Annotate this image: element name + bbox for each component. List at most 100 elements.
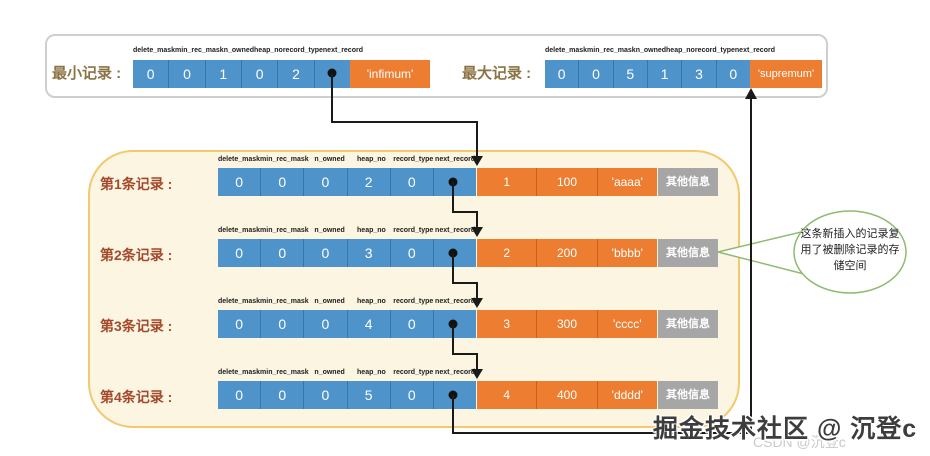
field-header: min_rec_mask [587,47,636,54]
record2-other-info-cell: 其他信息 [658,239,718,267]
callout-text: 这条新插入的记录复用了被删除记录的存储空间 [800,228,900,272]
field-cell: 0 [260,381,304,409]
field-cell: 0 [133,60,169,88]
watermark-juejin: 掘金技术社区 @ 沉登c [653,415,918,443]
field-header: record_type [393,369,434,376]
field-header: next_record [322,47,363,54]
record3-data-cells: 3 300 'cccc' [477,310,657,338]
field-cell: 4 [346,310,390,338]
data-cell: 1 [477,168,537,196]
field-cell: 0 [303,168,347,196]
field-header: n_owned [314,156,345,163]
field-cell: 0 [218,310,261,338]
record4-label: 第4条记录 : [100,389,173,405]
field-header: min_rec_mask [260,369,309,376]
data-cell: 'aaaa' [596,168,657,196]
field-header: delete_mask [218,156,261,163]
data-cell: 100 [536,168,597,196]
field-header: n_owned [314,369,345,376]
field-cell: 0 [240,60,278,88]
field-cell: 0 [303,381,347,409]
field-header: record_type [282,47,323,54]
record1-other-info-cell: 其他信息 [658,168,718,196]
infimum-field-cells: 0 0 1 0 2 [133,60,350,88]
field-header: next_record [734,47,775,54]
field-header: heap_no [357,369,386,376]
data-cell: 'cccc' [596,310,657,338]
record2-field-headers: delete_mask min_rec_mask n_owned heap_no… [218,227,476,234]
field-header: min_rec_mask [260,156,309,163]
field-cell: 0 [389,381,433,409]
field-header: record_type [393,298,434,305]
record2-data-cells: 2 200 'bbbb' [477,239,657,267]
record2-field-cells: 0 0 0 3 0 [218,239,477,267]
record4-other-info-cell: 其他信息 [658,381,718,409]
field-header: heap_no [357,227,386,234]
next-record-cell [432,168,477,196]
field-cell: 1 [646,60,682,88]
data-cell: 400 [536,381,597,409]
record4-data-cells: 4 400 'dddd' [477,381,657,409]
field-cell: 0 [545,60,579,88]
field-header: record_type [393,156,434,163]
next-record-cell [313,60,350,88]
next-record-cell [432,310,477,338]
field-header: heap_no [357,156,386,163]
field-header: delete_mask [545,47,588,54]
record3-label: 第3条记录 : [100,318,173,334]
data-cell: 2 [477,239,537,267]
field-cell: 0 [578,60,613,88]
supremum-name-cell: 'supremum' [750,60,822,88]
field-cell: 0 [218,168,261,196]
field-cell: 0 [389,168,433,196]
field-cell: 0 [260,310,304,338]
record4-field-headers: delete_mask min_rec_mask n_owned heap_no… [218,369,476,376]
supremum-label: 最大记录 : [462,65,532,82]
field-cell: 3 [681,60,716,88]
field-header: min_rec_mask [260,298,309,305]
next-record-cell [432,381,477,409]
field-cell: 1 [204,60,241,88]
field-header: next_record [435,156,476,163]
data-cell: 3 [477,310,537,338]
field-header: delete_mask [133,47,176,54]
record4-field-cells: 0 0 0 5 0 [218,381,477,409]
field-cell: 0 [218,381,261,409]
field-header: n_owned [314,227,345,234]
field-header: min_rec_mask [175,47,224,54]
field-header: n_owned [314,298,345,305]
watermark-csdn: CSDN @沉登c [753,434,846,450]
field-cell: 0 [260,239,304,267]
next-record-cell: 0 [715,60,750,88]
field-header: heap_no [666,47,695,54]
field-cell: 0 [260,168,304,196]
supremum-field-headers: delete_mask min_rec_mask n_owned heap_no… [545,47,775,54]
record3-other-info-cell: 其他信息 [658,310,718,338]
data-cell: 'bbbb' [596,239,657,267]
data-cell: 4 [477,381,537,409]
field-cell: 5 [612,60,647,88]
field-cell: 2 [346,168,390,196]
record2-label: 第2条记录 : [100,247,173,263]
field-header: record_type [694,47,735,54]
field-cell: 5 [346,381,390,409]
infimum-field-headers: delete_mask min_rec_mask n_owned heap_no… [133,47,363,54]
field-cell: 0 [218,239,261,267]
field-header: n_owned [635,47,667,54]
data-cell: 'dddd' [596,381,657,409]
record3-field-headers: delete_mask min_rec_mask n_owned heap_no… [218,298,476,305]
supremum-field-cells: 0 0 5 1 3 0 [545,60,750,88]
field-cell: 0 [303,239,347,267]
record1-field-cells: 0 0 0 2 0 [218,168,477,196]
infimum-label: 最小记录 : [52,65,122,82]
record1-label: 第1条记录 : [100,176,173,192]
field-cell: 0 [389,310,433,338]
data-cell: 200 [536,239,597,267]
infimum-name-cell: 'infimum' [350,60,430,88]
field-header: heap_no [254,47,283,54]
record1-field-headers: delete_mask min_rec_mask n_owned heap_no… [218,156,476,163]
field-cell: 2 [277,60,314,88]
field-header: delete_mask [218,298,261,305]
field-header: heap_no [357,298,386,305]
field-cell: 0 [389,239,433,267]
